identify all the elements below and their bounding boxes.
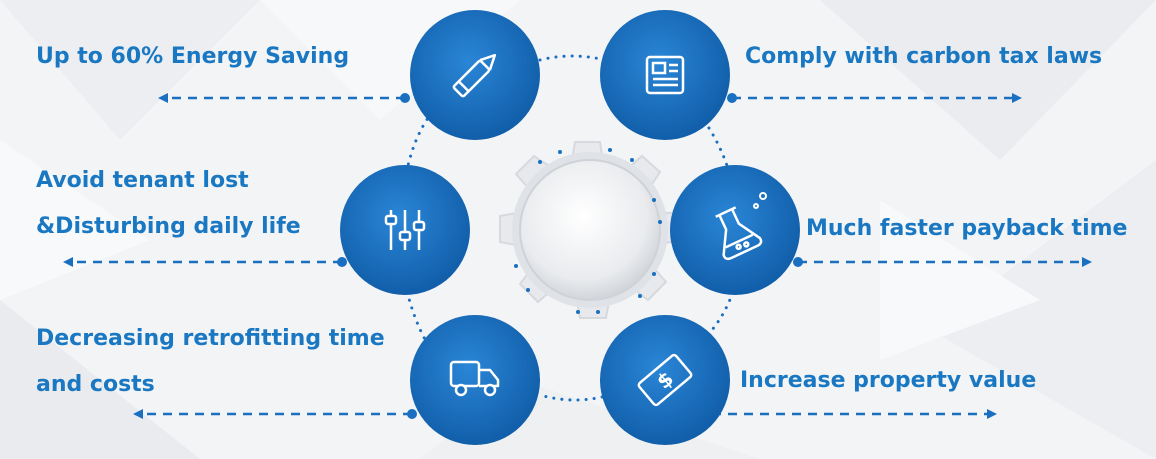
node-carbon [600, 10, 730, 140]
label-retrofitting-line2: and costs [36, 372, 155, 397]
node-payback [670, 165, 800, 295]
flask-icon [715, 206, 763, 261]
node-energy [410, 10, 540, 140]
node-property: $ [600, 315, 730, 445]
center-gear [499, 141, 681, 319]
label-property-value: Increase property value [740, 368, 1037, 393]
arrows [70, 96, 1085, 416]
label-tenant-line2: &Disturbing daily life [36, 214, 301, 239]
pencil-icon [452, 53, 497, 98]
newspaper-icon [645, 55, 685, 95]
label-retrofitting-line1: Decreasing retrofitting time [36, 326, 385, 351]
label-payback-time: Much faster payback time [806, 216, 1128, 241]
label-carbon-tax: Comply with carbon tax laws [745, 44, 1103, 69]
node-tenant [340, 165, 470, 295]
sliders-icon [384, 210, 426, 250]
truck-icon [449, 360, 500, 397]
node-retrofit [410, 315, 540, 445]
label-tenant-line1: Avoid tenant lost [36, 168, 249, 193]
label-energy-saving: Up to 60% Energy Saving [36, 44, 350, 69]
